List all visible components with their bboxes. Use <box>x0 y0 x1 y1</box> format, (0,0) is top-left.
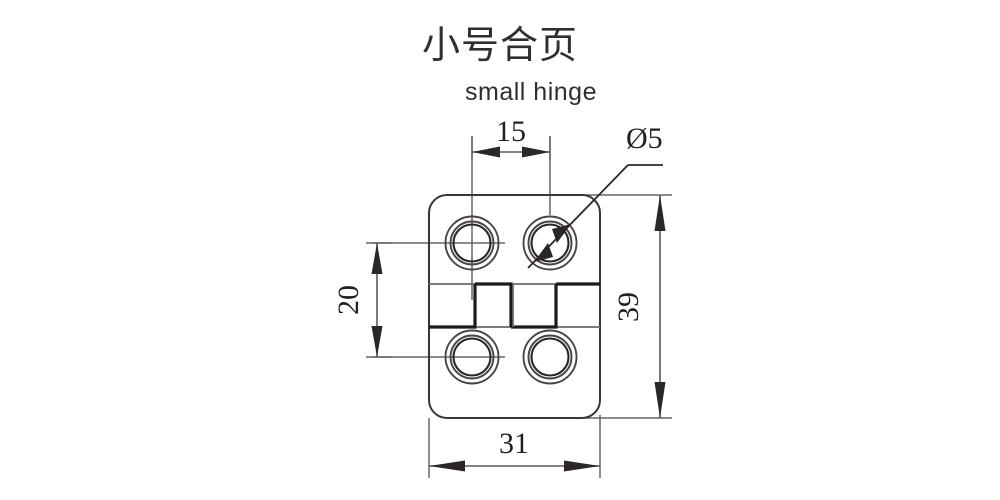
dimension-15-label: 15 <box>496 115 526 148</box>
dimension-31: 31 <box>429 427 600 472</box>
dimension-39-arrow-bottom <box>654 382 666 418</box>
hole-outer-ring <box>522 215 578 271</box>
screw-hole-top-left <box>444 215 500 271</box>
dimension-31-arrow-right <box>564 460 600 472</box>
hole-inner-ring <box>452 337 492 377</box>
dimension-15-arrow-right <box>522 146 550 158</box>
dimension-20-label: 20 <box>332 285 365 315</box>
knuckle-segment-2 <box>475 282 513 327</box>
dimension-39: 39 <box>612 195 666 418</box>
hole-middle-ring <box>449 220 495 266</box>
hole-middle-ring <box>449 334 495 380</box>
dimension-20: 20 <box>332 243 383 357</box>
hinge-knuckle-band <box>429 282 600 329</box>
hole-middle-ring <box>527 334 573 380</box>
dimension-15-arrow-left <box>472 146 500 158</box>
hole-outer-ring <box>522 329 578 385</box>
hole-outer-ring <box>444 329 500 385</box>
page-title-cn: 小号合页 <box>422 23 578 67</box>
hinge-body <box>428 194 601 419</box>
hole-middle-ring <box>527 220 573 266</box>
dimension-20-arrow-bottom <box>371 326 383 357</box>
screw-hole-bottom-right <box>522 329 578 385</box>
dimension-31-arrow-left <box>429 460 465 472</box>
screw-hole-bottom-left <box>444 329 500 385</box>
dimension-39-arrow-top <box>654 195 666 231</box>
screw-hole-top-right <box>522 215 578 271</box>
hole-outer-ring <box>444 215 500 271</box>
hole-inner-ring <box>530 337 570 377</box>
knuckle-segment-1 <box>429 284 477 329</box>
dimension-39-label: 39 <box>612 292 645 322</box>
dimension-diameter-arrow-upper <box>552 224 571 243</box>
dimension-diameter-label: Ø5 <box>626 122 663 155</box>
dimension-diameter-arrow-lower <box>534 243 553 262</box>
page-title-en: small hinge <box>465 78 597 106</box>
dimension-15: 15 <box>472 115 550 158</box>
hole-inner-ring <box>530 223 570 263</box>
dimension-31-label: 31 <box>499 427 529 460</box>
dimension-20-arrow-top <box>371 243 383 274</box>
knuckle-segment-3 <box>511 284 558 329</box>
dimension-hole-diameter: Ø5 <box>527 122 663 269</box>
hole-inner-ring <box>452 223 492 263</box>
hinge-body-outline <box>428 194 601 419</box>
